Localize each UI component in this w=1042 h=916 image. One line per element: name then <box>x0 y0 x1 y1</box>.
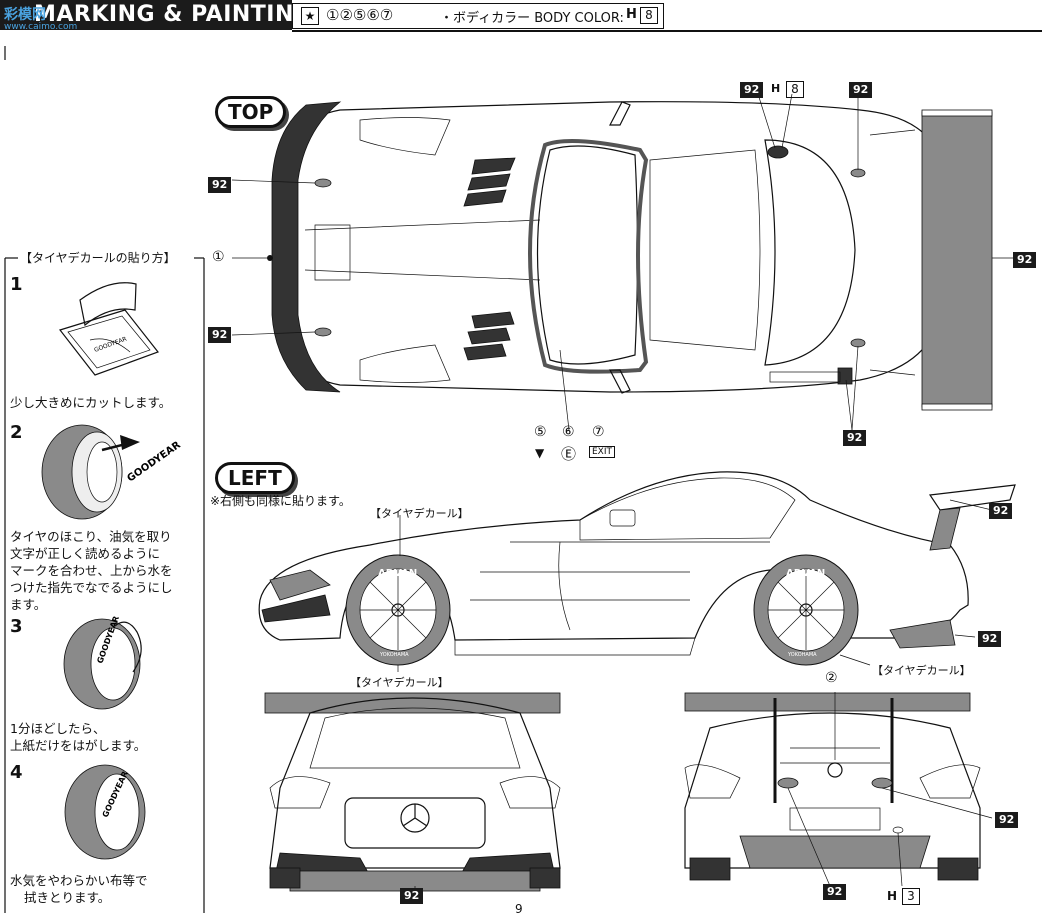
rear-view-drawing <box>684 692 993 887</box>
svg-text:GOODYEAR: GOODYEAR <box>93 336 127 354</box>
decal-92-rear-left: 92 <box>740 82 764 98</box>
exit-sign-icon: EXIT <box>589 446 616 458</box>
step-2-text-5: ます。 <box>10 597 47 612</box>
step-4-number: 4 <box>10 762 23 783</box>
rear-wheel: ADVAN YOKOHAMA <box>753 554 859 666</box>
decal-7-label: ⑦ <box>592 424 605 440</box>
decal-5-label: ⑤ <box>534 424 547 440</box>
step-4-text-1: 水気をやわらかい布等で <box>10 873 148 888</box>
decal-6-label: ⑥ <box>562 424 575 440</box>
step-2-text-1: タイヤのほこり、油気を取り <box>10 529 172 544</box>
decal-92-hood-upper: 92 <box>208 177 232 193</box>
step-2-number: 2 <box>10 422 23 443</box>
decal-92-rear-bottom: 92 <box>843 430 867 446</box>
decal-92-wing: 92 <box>1013 252 1037 268</box>
decal-92-hood-lower: 92 <box>208 327 232 343</box>
advan-rear: ADVAN <box>786 568 825 579</box>
step-2-illustration: GOODYEAR <box>41 424 183 520</box>
triangle-icon: ▼ <box>535 446 545 460</box>
step-1-number: 1 <box>10 274 23 295</box>
step-2-text-2: 文字が正しく読めるように <box>10 546 161 561</box>
yokohama-rear: YOKOHAMA <box>787 652 817 658</box>
hood-vent-lower <box>463 311 515 361</box>
watermark-logo: 彩模网 <box>4 7 46 23</box>
step-1-illustration: GOODYEAR <box>58 282 159 376</box>
decal-info-box <box>292 3 664 29</box>
tire-decal-label-front: 【タイヤデカール】 <box>370 507 469 520</box>
step-4-illustration: GOODYEAR <box>64 764 146 860</box>
decal-92-left-diffuser: 92 <box>978 631 1002 647</box>
hood-vent-upper <box>463 157 516 207</box>
header-bar <box>0 0 292 30</box>
left-view-note: ※右側も同様に貼ります。 <box>210 494 351 508</box>
left-view-label: LEFT <box>215 462 295 494</box>
star-icon: ★ <box>301 7 319 25</box>
sidebar-frame <box>4 46 205 913</box>
page-number: 9 <box>515 902 523 916</box>
tire-decal-label-rear: 【タイヤデカール】 <box>872 664 971 677</box>
decal-92-rear-plate: 92 <box>823 884 847 900</box>
decal-92-left-wing: 92 <box>989 503 1013 519</box>
header-rule <box>292 30 1042 32</box>
left-view-drawing: ADVAN YOKOHAMA ADVAN YOKOHAMA <box>258 471 1016 672</box>
body-color-h: H <box>626 7 637 22</box>
e-mark-icon: Ⓔ <box>561 445 577 463</box>
rear-color-3: 3 <box>902 888 920 905</box>
body-color-number: 8 <box>640 7 658 24</box>
decal-92-rear-right: 92 <box>849 82 873 98</box>
page-title: MARKING & PAINTING <box>34 2 313 27</box>
fuel-cap-color-8: 8 <box>786 81 804 98</box>
front-wheel: ADVAN YOKOHAMA <box>345 554 451 666</box>
yokohama-front: YOKOHAMA <box>379 652 409 658</box>
decal-92-rear-light: 92 <box>995 812 1019 828</box>
decal-1-label: ① <box>212 249 225 265</box>
decal-2-label: ② <box>825 670 838 686</box>
goodyear-decal: GOODYEAR <box>125 440 183 485</box>
tire-decal-label-bottom: 【タイヤデカール】 <box>350 676 449 689</box>
front-view-drawing <box>264 692 561 892</box>
step-3-text-1: 1分ほどしたら、 <box>10 721 106 736</box>
sidebar-title: 【タイヤデカールの貼り方】 <box>20 251 176 265</box>
step-1-text: 少し大きめにカットします。 <box>10 395 172 410</box>
rear-h-label: H <box>887 889 898 903</box>
step-2-text-4: つけた指先でなでるようにし <box>10 580 173 595</box>
fuel-cap-h-label: H <box>771 82 781 95</box>
decal-codes: ①②⑤⑥⑦ <box>326 6 394 24</box>
advan-front: ADVAN <box>378 568 417 579</box>
top-view-drawing <box>231 93 1018 431</box>
step-3-illustration: GOODYEAR <box>63 615 142 710</box>
top-view-label: TOP <box>215 96 287 128</box>
step-3-number: 3 <box>10 616 23 637</box>
step-3-text-2: 上紙だけをはがします。 <box>10 738 147 753</box>
watermark-url: www.caimo.com <box>4 22 78 32</box>
step-4-text-2: 拭きとります。 <box>24 890 111 905</box>
step-2-text-3: マークを合わせ、上から水を <box>10 563 173 578</box>
body-color-label: ・ボディカラー BODY COLOR: <box>440 11 624 26</box>
decal-92-front-lip: 92 <box>400 888 424 904</box>
